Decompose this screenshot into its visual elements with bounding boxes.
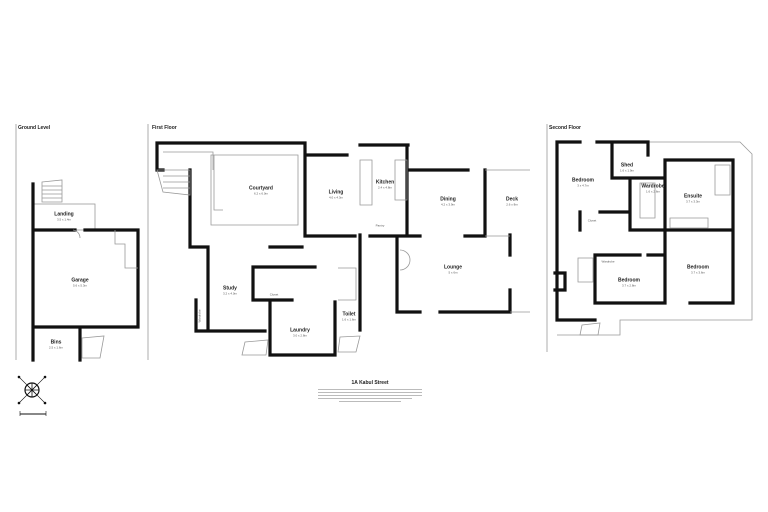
room-name: Closet <box>587 218 597 223</box>
room-closet: Closet <box>587 218 597 223</box>
room-dims: 3.7 x 2.8m <box>621 283 637 288</box>
room-name: Bedroom <box>572 177 594 184</box>
room-name: Toilet <box>342 311 356 318</box>
panel-dividers <box>15 124 548 360</box>
room-name: Living <box>328 189 344 196</box>
room-name: Garage <box>71 277 89 284</box>
compass-rose-icon <box>17 375 47 405</box>
room-dims: 2.6 x 8m <box>506 202 518 207</box>
panel-title-ground: Ground Level <box>18 125 51 131</box>
room-name: Bedroom <box>687 264 709 271</box>
room-name: Courtyard <box>249 185 273 192</box>
room-name: Laundry <box>290 327 310 334</box>
room-name: Wardrobe <box>601 259 615 264</box>
room-dims: 1.6 x 2.6m <box>645 189 660 194</box>
panel-title-first: First Floor <box>152 125 177 131</box>
room-wardrobe: Wardrobe <box>601 259 615 264</box>
room-name: Wardrobe <box>197 309 202 323</box>
room-dims: 3.2 x 4.0m <box>222 291 238 296</box>
panel-title-second: Second Floor <box>549 125 581 131</box>
room-name: Ensuite <box>683 193 703 200</box>
room-name: Lounge <box>443 264 463 271</box>
room-dims: 5.6 x 5.3m <box>72 283 88 288</box>
first-floor-plan <box>155 141 530 357</box>
room-dims: 4.2 x 3.9m <box>440 202 455 207</box>
room-dims: 3.7 x 3.3m <box>685 199 700 204</box>
room-pantry: Pantry <box>375 223 385 228</box>
room-dims: 5 x 6m <box>448 270 458 275</box>
room-dims: 3.0 x 2.8m <box>292 333 308 338</box>
room-name: Bedroom <box>618 277 640 284</box>
disclaimer-text-block <box>318 389 422 404</box>
room-dims: 3 x 4.7m <box>577 183 589 188</box>
second-floor-plan <box>553 140 753 336</box>
room-name: Bins <box>50 339 62 346</box>
room-name: Study <box>223 285 237 292</box>
room-dims: 6.2 x 6.0m <box>253 191 268 196</box>
room-dims: 3.7 x 3.6m <box>690 270 706 275</box>
room-dims: 1.6 x 1.9m <box>619 168 635 173</box>
room-name: Deck <box>506 196 518 203</box>
room-wardrobe: Wardrobe <box>197 309 202 323</box>
room-dims: 3.5 x 1.4m <box>56 217 72 222</box>
room-name: Shed <box>620 162 634 169</box>
room-dims: 4.0 x 4.3m <box>328 195 344 200</box>
room-name: Landing <box>54 211 74 218</box>
scale-bar <box>19 411 47 416</box>
room-dims: 2.4 x 4.8m <box>377 185 392 190</box>
address-title: 1A Kabul Street <box>351 380 389 386</box>
room-closet: Closet <box>269 292 279 297</box>
room-name: Closet <box>269 292 279 297</box>
room-name: Pantry <box>375 223 385 228</box>
room-name: Dining <box>440 196 456 203</box>
room-name: Wardrobe <box>641 183 665 190</box>
room-dims: 2.5 x 1.6m <box>48 345 64 350</box>
ground-level-plan <box>31 179 140 362</box>
room-name: Kitchen <box>375 179 395 186</box>
room-dims: 1.6 x 1.6m <box>341 317 357 322</box>
